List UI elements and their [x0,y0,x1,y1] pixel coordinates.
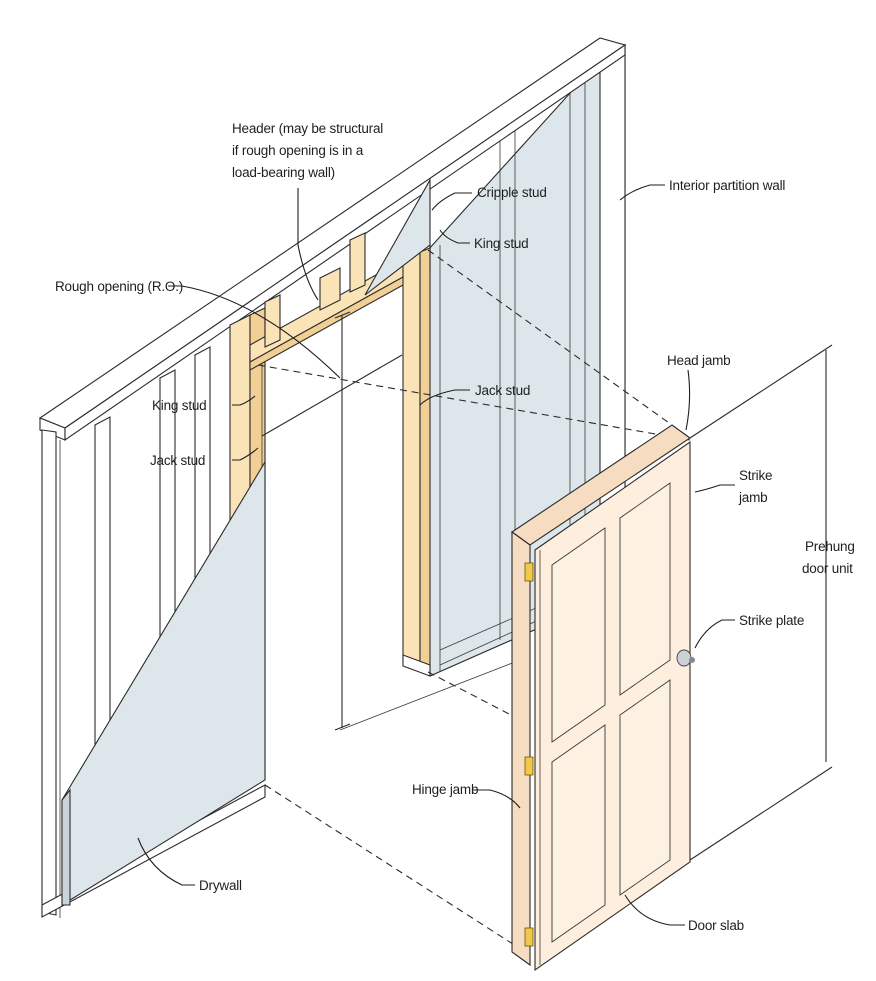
leader-lines [137,184,735,926]
door-panel-lower-right [619,679,671,896]
label-header-line-3: load-bearing wall) [232,165,335,180]
label-king-stud-left: King stud [152,398,207,413]
label-head-jamb: Head jamb [667,353,731,368]
label-interior-partition-wall: Interior partition wall [669,178,785,193]
hinge-top [524,562,534,582]
door-panel-lower-left [551,724,606,943]
label-drywall: Drywall [199,878,242,893]
label-king-stud-right: King stud [474,236,529,251]
label-prehung-line-2: door unit [802,561,853,576]
rough-opening-dimensions [261,311,521,731]
labels: Header (may be structural if rough openi… [55,121,855,933]
hinge-middle [524,756,534,776]
label-jack-stud-left: Jack stud [150,453,205,468]
strike-plate-knob [676,649,692,667]
label-strike-plate: Strike plate [739,613,804,628]
hinge-bottom [524,927,534,947]
label-header-line-2: if rough opening is in a [232,143,364,158]
label-prehung-line-1: Prehung [805,539,855,554]
label-jack-stud-right: Jack stud [475,383,530,398]
label-hinge-jamb: Hinge jamb [412,782,478,797]
label-strike-jamb-line-2: jamb [738,490,767,505]
drywall-left [61,460,266,906]
top-plate [38,37,627,442]
label-rough-opening: Rough opening (R.O.) [55,279,183,294]
right-jack-stud [402,247,431,677]
label-cripple-stud: Cripple stud [477,185,547,200]
door-panel-upper-right [619,482,671,696]
label-header-line-1: Header (may be structural [232,121,383,136]
prehung-door-unit [511,424,695,972]
drywall-cutaway-top [364,177,431,296]
projection-lines [257,249,691,956]
prehung-dimension [689,344,833,861]
door-panel-upper-left [551,527,606,743]
label-strike-jamb-line-1: Strike [739,468,772,483]
strike-plate-bolt [689,657,695,663]
label-door-slab: Door slab [688,918,744,933]
